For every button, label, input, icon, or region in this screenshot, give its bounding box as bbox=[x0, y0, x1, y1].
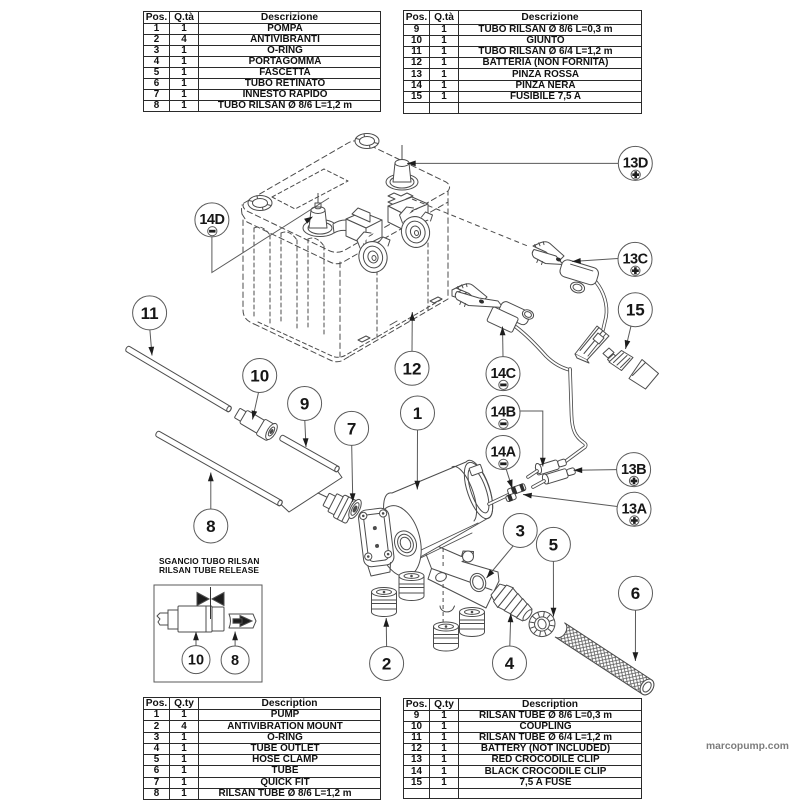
svg-text:10: 10 bbox=[188, 653, 204, 669]
svg-text:5: 5 bbox=[549, 535, 558, 554]
svg-text:1: 1 bbox=[413, 404, 422, 423]
svg-text:3: 3 bbox=[515, 522, 524, 541]
svg-text:13D: 13D bbox=[623, 156, 648, 172]
svg-text:13C: 13C bbox=[622, 252, 648, 268]
svg-text:7: 7 bbox=[347, 419, 356, 438]
svg-text:4: 4 bbox=[505, 654, 515, 673]
svg-text:13B: 13B bbox=[621, 462, 646, 478]
svg-text:14B: 14B bbox=[490, 405, 515, 421]
svg-text:2: 2 bbox=[382, 655, 391, 674]
svg-text:12: 12 bbox=[403, 359, 422, 378]
svg-text:6: 6 bbox=[631, 584, 640, 603]
svg-text:8: 8 bbox=[231, 653, 239, 669]
svg-text:11: 11 bbox=[141, 304, 159, 323]
svg-text:14C: 14C bbox=[490, 366, 516, 382]
svg-text:9: 9 bbox=[300, 395, 309, 414]
svg-text:8: 8 bbox=[206, 517, 215, 536]
svg-text:13A: 13A bbox=[621, 501, 647, 517]
svg-text:14D: 14D bbox=[199, 212, 224, 228]
svg-text:15: 15 bbox=[626, 301, 645, 320]
svg-text:14A: 14A bbox=[490, 445, 516, 461]
svg-text:10: 10 bbox=[250, 367, 269, 386]
